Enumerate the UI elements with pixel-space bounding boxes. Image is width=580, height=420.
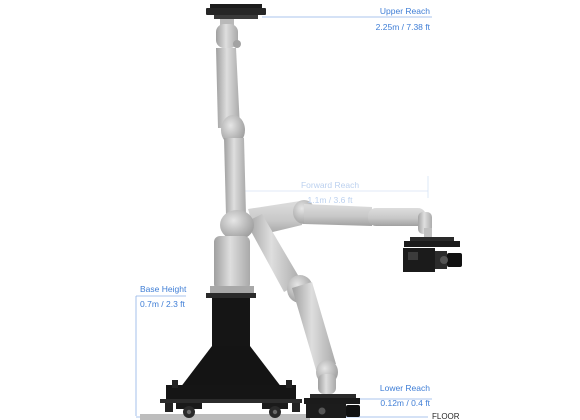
- pedestal-stand: [160, 293, 302, 403]
- forward-reach-title: Forward Reach: [300, 180, 360, 190]
- floor-line: [136, 414, 428, 420]
- base-height-value: 0.7m / 2.3 ft: [140, 299, 185, 309]
- robot-shoulder: [210, 210, 254, 294]
- floor-label: FLOOR: [432, 412, 460, 420]
- robot-arm-upper-pose: [206, 4, 266, 215]
- lower-reach-title: Lower Reach: [379, 383, 430, 393]
- pedestal-wheels: [165, 403, 300, 418]
- camera-forward: [403, 237, 462, 272]
- upper-reach-value: 2.25m / 7.38 ft: [375, 22, 430, 32]
- upper-reach-title: Upper Reach: [379, 6, 430, 16]
- base-height-line: [135, 295, 186, 416]
- base-height-title: Base Height: [140, 284, 187, 294]
- camera-lower: [304, 394, 360, 418]
- robot-arm-lower-pose: [246, 214, 338, 394]
- lower-reach-value: 0.12m / 0.4 ft: [380, 398, 430, 408]
- robot-arm-forward-pose: [248, 200, 432, 238]
- forward-reach-value: 1.1m / 3.6 ft: [307, 195, 353, 205]
- forward-reach-line: [241, 176, 429, 198]
